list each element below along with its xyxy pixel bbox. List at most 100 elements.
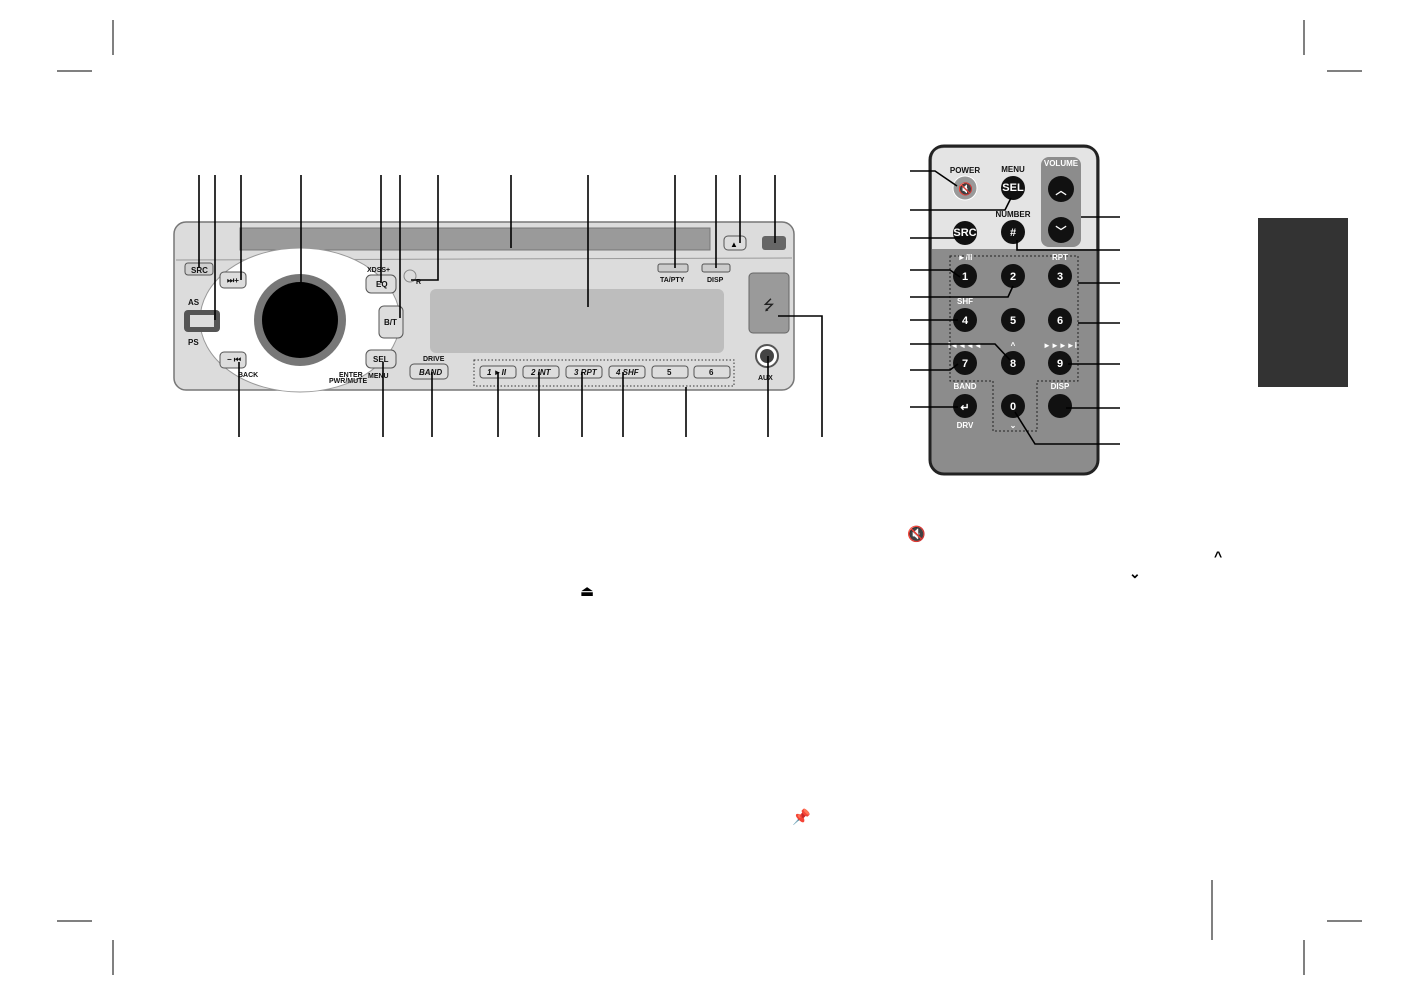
- usb-icon: ⭍: [763, 297, 775, 313]
- svg-text:4: 4: [962, 315, 969, 327]
- ta-pty-button[interactable]: [657, 263, 689, 273]
- pin-icon: 📌: [792, 807, 811, 826]
- sel-button[interactable]: [365, 349, 397, 369]
- key-7[interactable]: [953, 351, 977, 375]
- preset-3[interactable]: [565, 365, 603, 379]
- svg-text:MENU: MENU: [1001, 165, 1025, 174]
- svg-text:B/T: B/T: [384, 318, 397, 327]
- svg-text:PWR/MUTE: PWR/MUTE: [329, 378, 367, 385]
- volume-down-button[interactable]: [1048, 217, 1074, 243]
- number-keys: 1 2 3 4 5 6 7 8 9 0: [953, 264, 1072, 418]
- svg-text:1: 1: [962, 271, 968, 283]
- svg-text:POWER: POWER: [950, 166, 980, 175]
- svg-text:0: 0: [1010, 401, 1016, 413]
- preset-2[interactable]: [522, 365, 560, 379]
- svg-text:6: 6: [709, 368, 714, 377]
- head-unit-faceplate: SRC AS PS ⏭+ − ⏮ BACK XDSS+ EQ B/T SEL M…: [173, 221, 795, 393]
- svg-text:2 INT: 2 INT: [530, 368, 552, 377]
- head-unit-callouts: [198, 175, 823, 437]
- svg-text:4 SHF: 4 SHF: [615, 368, 640, 377]
- svg-text:RPT: RPT: [1052, 253, 1068, 262]
- svg-text:XDSS+: XDSS+: [367, 267, 390, 274]
- remote-callouts: [910, 170, 1120, 445]
- key-2[interactable]: [1001, 264, 1025, 288]
- number-button[interactable]: [1001, 220, 1025, 244]
- svg-text:BAND: BAND: [419, 368, 442, 377]
- svg-text:SEL: SEL: [373, 355, 389, 364]
- crop-marks: [57, 20, 1362, 975]
- svg-text:⏭+: ⏭+: [227, 276, 239, 285]
- svg-text:ENTER: ENTER: [339, 372, 363, 379]
- side-tab: [1258, 218, 1348, 387]
- svg-text:1 ►II: 1 ►II: [487, 368, 507, 377]
- svg-text:EQ: EQ: [376, 280, 388, 289]
- preset-4[interactable]: [608, 365, 646, 379]
- disp-button[interactable]: [1048, 394, 1072, 418]
- power-button[interactable]: [952, 175, 978, 201]
- svg-text:#: #: [1010, 227, 1016, 239]
- svg-text:AS: AS: [188, 298, 200, 307]
- sel-button[interactable]: [1001, 176, 1025, 200]
- key-1[interactable]: [953, 264, 977, 288]
- reset-hole[interactable]: [403, 269, 417, 283]
- disc-slot: [239, 227, 711, 251]
- svg-text:2: 2: [1010, 271, 1016, 283]
- chevron-down-icon: ⌄: [1129, 565, 1141, 581]
- svg-text:5: 5: [1010, 315, 1016, 327]
- svg-text:⌄: ⌄: [1010, 421, 1017, 430]
- key-4[interactable]: [953, 308, 977, 332]
- eject-icon: ▲: [730, 240, 738, 249]
- svg-text:DISP: DISP: [707, 277, 724, 284]
- svg-text:PS: PS: [188, 338, 199, 347]
- svg-text:NUMBER: NUMBER: [995, 210, 1030, 219]
- chevron-up-icon: ^: [1214, 548, 1222, 564]
- svg-text:3: 3: [1057, 271, 1063, 283]
- volume-up-button[interactable]: [1048, 176, 1074, 202]
- svg-text:^: ^: [1011, 341, 1016, 350]
- remote-control: VOLUME ︿ ﹀ POWER 🔇 MENU SEL NUMBER # SRC…: [928, 144, 1100, 476]
- preset-5[interactable]: [651, 365, 689, 379]
- svg-text:MENU: MENU: [368, 373, 389, 380]
- mute-icon: 🔇: [958, 182, 973, 196]
- enter-icon: ↵: [960, 402, 969, 414]
- key-6[interactable]: [1048, 308, 1072, 332]
- key-0[interactable]: [1001, 394, 1025, 418]
- svg-text:SRC: SRC: [191, 266, 208, 275]
- svg-text:DRIVE: DRIVE: [423, 356, 445, 363]
- svg-text:►/II: ►/II: [958, 253, 973, 262]
- svg-text:SRC: SRC: [953, 227, 976, 239]
- svg-text:7: 7: [962, 358, 968, 370]
- svg-text:SHF: SHF: [957, 297, 973, 306]
- band-button[interactable]: [409, 363, 449, 380]
- next-button[interactable]: [219, 271, 247, 289]
- svg-text:﹀: ﹀: [1056, 224, 1067, 238]
- key-3[interactable]: [1048, 264, 1072, 288]
- svg-text:8: 8: [1010, 358, 1016, 370]
- svg-text:AUX: AUX: [758, 375, 773, 382]
- svg-text:SEL: SEL: [1002, 182, 1024, 194]
- bt-button[interactable]: [378, 305, 404, 339]
- svg-text:BAND: BAND: [953, 382, 976, 391]
- preset-6[interactable]: [693, 365, 731, 379]
- svg-text:︿: ︿: [1056, 185, 1067, 197]
- eject-icon: ⏏: [580, 583, 594, 600]
- svg-text:− ⏮: − ⏮: [227, 355, 241, 364]
- svg-text:DISP: DISP: [1051, 382, 1070, 391]
- display-window: [430, 289, 724, 353]
- svg-text:5: 5: [667, 368, 672, 377]
- svg-text:DRV: DRV: [957, 421, 974, 430]
- svg-text:VOLUME: VOLUME: [1044, 159, 1079, 168]
- src-button[interactable]: [953, 221, 977, 245]
- mute-icon: 🔇: [907, 525, 926, 543]
- svg-text:6: 6: [1057, 315, 1063, 327]
- release-button[interactable]: [762, 236, 786, 250]
- svg-text:R: R: [416, 279, 421, 286]
- key-9[interactable]: [1048, 351, 1072, 375]
- key-5[interactable]: [1001, 308, 1025, 332]
- svg-text:3 RPT: 3 RPT: [574, 368, 598, 377]
- svg-text:BACK: BACK: [238, 372, 258, 379]
- svg-text:►►►►I: ►►►►I: [1043, 341, 1077, 350]
- svg-text:TA/PTY: TA/PTY: [660, 277, 685, 284]
- band-enter-button[interactable]: [953, 394, 977, 418]
- usb-cover[interactable]: [748, 272, 790, 334]
